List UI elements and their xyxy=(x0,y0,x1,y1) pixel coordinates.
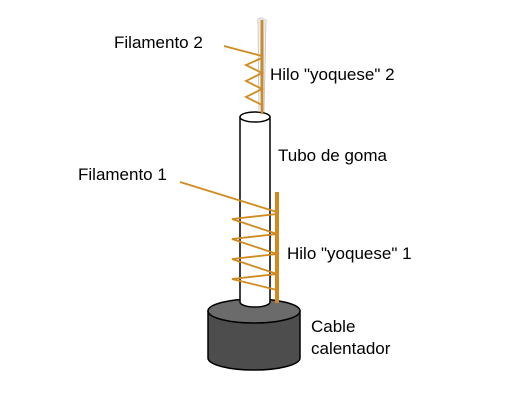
tube-body xyxy=(239,117,271,308)
tubo-de-goma xyxy=(239,111,271,308)
label-hilo-2: Hilo "yoquese" 2 xyxy=(270,65,395,84)
label-filamento-1: Filamento 1 xyxy=(78,165,167,184)
cable-calentador-cylinder xyxy=(207,298,301,371)
label-calentador: calentador xyxy=(311,339,391,358)
label-cable: Cable xyxy=(311,317,355,336)
label-filamento-2: Filamento 2 xyxy=(114,33,203,52)
filamento-1-coil xyxy=(179,181,278,291)
filamento-2-coil xyxy=(223,45,265,106)
label-hilo-1: Hilo "yoquese" 1 xyxy=(287,244,412,263)
tube-top xyxy=(239,111,271,123)
cylinder-side xyxy=(207,310,301,371)
label-tubo-de-goma: Tubo de goma xyxy=(278,146,388,165)
